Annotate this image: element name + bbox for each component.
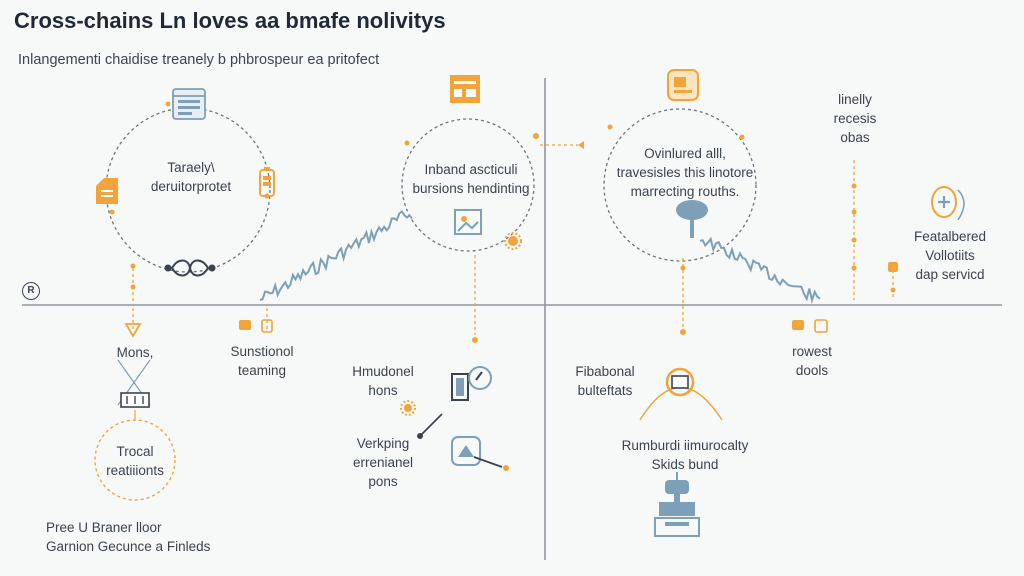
label-line: deruitorprotet	[150, 179, 232, 194]
label-circle1: Taraely\ deruitorprotet	[136, 158, 246, 196]
page-title: Cross-chains Ln loves aa bmafe nolivitys	[14, 8, 446, 33]
connector-arrow	[578, 141, 584, 149]
label-circle2: Inband ascticuli bursions hendinting	[396, 160, 546, 198]
label-line: obas	[840, 130, 870, 145]
dashed-circle-3	[603, 108, 757, 262]
page-subtitle: Inlangementi chaidise treanely b phbrosp…	[18, 52, 380, 68]
label-hmudonel: Hmudonel hons	[338, 362, 428, 400]
infinity-knot-icon	[164, 259, 216, 277]
label-line: Rumburdi iimurocalty	[621, 438, 749, 453]
label-line: pons	[368, 474, 398, 489]
dashed-circle-2	[401, 118, 535, 252]
plus-egg-icon	[931, 186, 965, 221]
browser-window-icon	[667, 69, 699, 101]
falling-trend-line	[699, 236, 821, 304]
label-line: dools	[795, 363, 829, 378]
label-line: bursions hendinting	[412, 181, 530, 196]
label-fibabonal: Fibabonal bulteftats	[560, 362, 650, 400]
label-line: rowest	[792, 344, 832, 359]
label-line: bulteftats	[577, 383, 633, 398]
magnifier-icon	[451, 436, 503, 468]
label-line: Vollotiits	[925, 248, 975, 263]
label-line: Ovinlured alll,	[644, 146, 726, 161]
brush-icon	[451, 366, 492, 401]
label-line: marrecting rouths.	[630, 184, 740, 199]
label-line: hons	[368, 383, 398, 398]
database-stack-icon	[654, 472, 700, 537]
orange-dots	[109, 101, 896, 471]
label-line: Hmudonel	[352, 364, 414, 379]
label-right-top: linelly recesis obas	[820, 90, 890, 147]
label-line: errenianel	[352, 455, 414, 470]
stamp-icon	[120, 392, 150, 408]
label-line: Mons,	[116, 345, 154, 360]
dashed-connectors	[132, 144, 894, 335]
pencil-icon	[417, 413, 443, 439]
mini-file-icons	[124, 262, 898, 338]
gear-icon	[400, 400, 416, 416]
label-line: Skids bund	[651, 457, 719, 472]
label-line: recesis	[833, 111, 877, 126]
label-line: travesisles this linotore	[616, 165, 754, 180]
label-line: Trocal	[116, 444, 154, 459]
battery-icon	[259, 167, 275, 197]
label-sunstional: Sunstionol teaming	[212, 342, 312, 380]
label-line: Pree U Braner lloor	[46, 520, 162, 535]
rising-trend-line	[259, 210, 413, 301]
label-rowest: rowest dools	[772, 342, 852, 380]
label-trocal: Trocal reatiiionts	[90, 442, 180, 480]
browser-window-icon	[172, 88, 206, 120]
label-line: Verkping	[356, 436, 410, 451]
label-line: Garnion Gecunce a Finleds	[46, 539, 211, 554]
label-line: Taraely\	[167, 160, 215, 175]
registered-mark: R	[22, 282, 40, 300]
cloud-tree-icon	[676, 200, 708, 238]
label-line: Featalbered	[913, 229, 987, 244]
label-line: teaming	[237, 363, 287, 378]
label-mons: Mons,	[100, 343, 170, 362]
label-line: Sunstionol	[230, 344, 294, 359]
gear-icon	[504, 232, 522, 250]
image-frame-icon	[454, 209, 482, 235]
cycle-loop-icon	[665, 367, 695, 397]
label-circle3: Ovinlured alll, travesisles this linotore…	[590, 144, 780, 201]
label-line: reatiiionts	[106, 463, 164, 478]
label-line: dap servicd	[915, 267, 985, 282]
mons-cross-lines	[117, 359, 151, 420]
label-verkping: Verkping errenianel pons	[338, 434, 428, 491]
document-icon	[96, 178, 118, 204]
package-icon	[450, 75, 480, 103]
fibabonal-arc	[639, 386, 723, 421]
label-line: Fibabonal	[575, 364, 635, 379]
label-line: Inband ascticuli	[424, 162, 518, 177]
label-line: linelly	[838, 92, 872, 107]
